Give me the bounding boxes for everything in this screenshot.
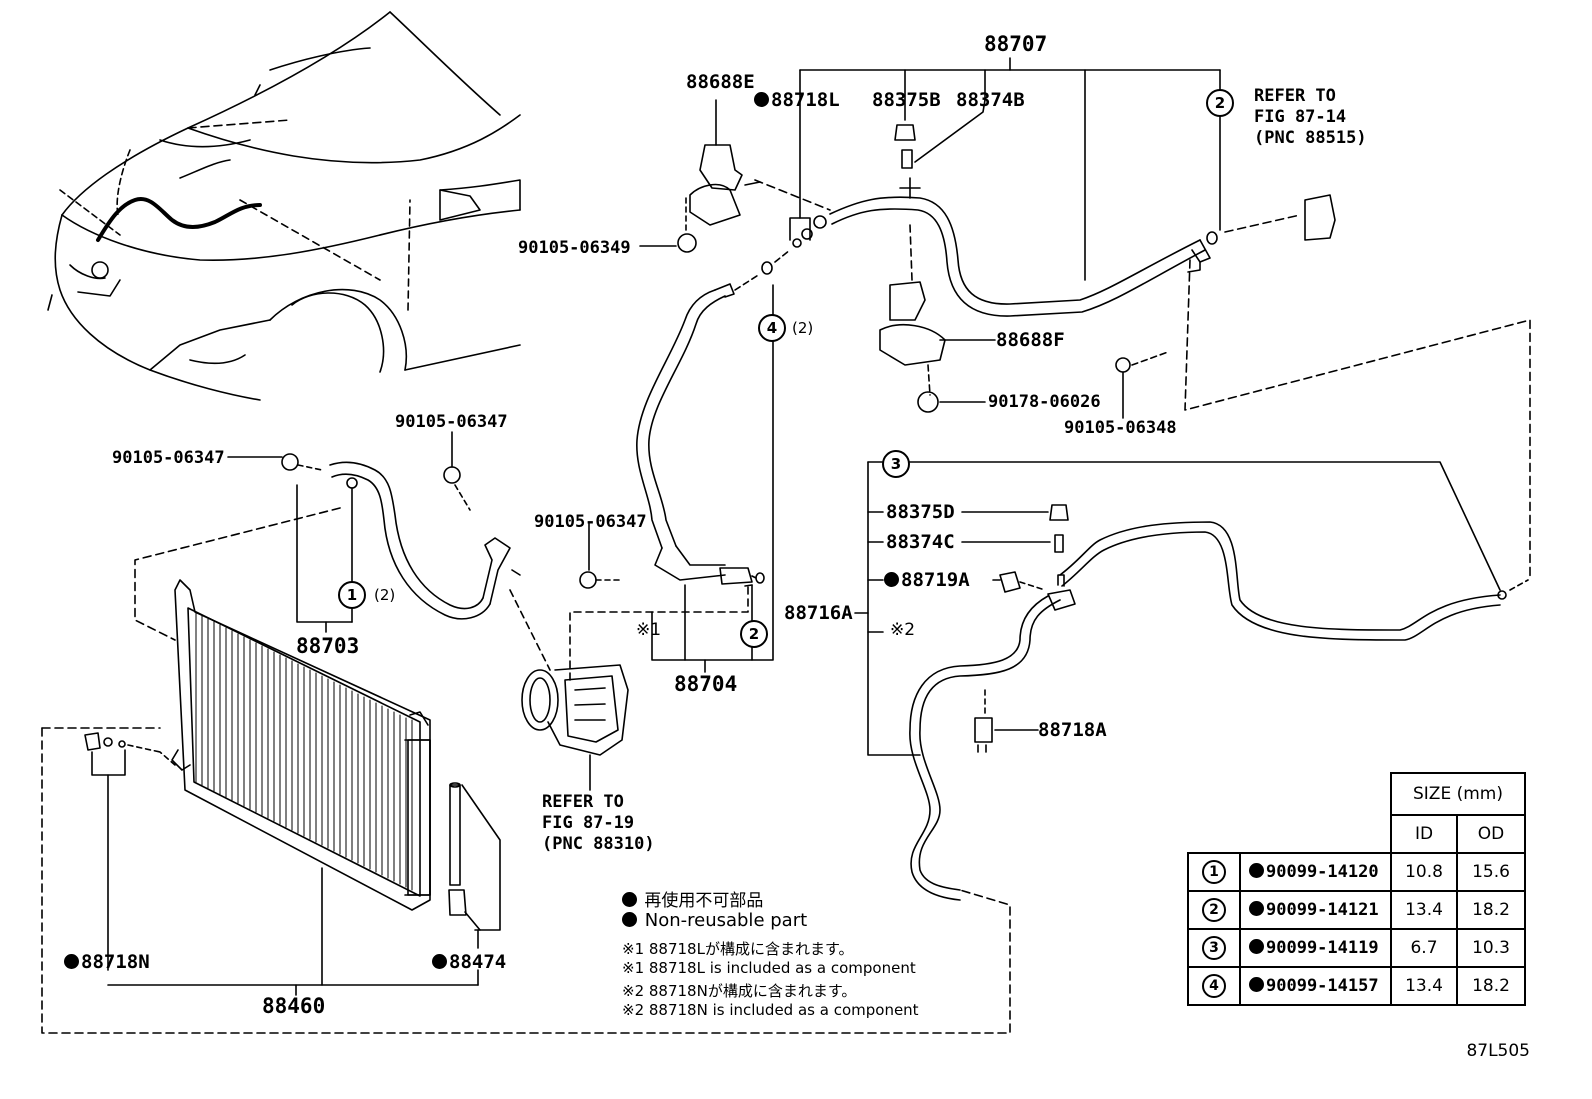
car-illustration: [47, 11, 521, 401]
circle-4: 4: [758, 314, 786, 342]
row-number: 2: [1202, 898, 1226, 922]
non-reusable-dot-icon: [1249, 977, 1264, 992]
row-part: 90099-14119: [1239, 928, 1392, 968]
table-row: 2 90099-14121 13.4 18.2: [1187, 890, 1526, 930]
label-88474-text: 88474: [449, 951, 507, 973]
label-88474: 88474: [432, 952, 506, 972]
part-number: 90099-14121: [1266, 900, 1379, 920]
label-90105-06347-left: 90105-06347: [112, 448, 225, 468]
label-90105-06347-mid: 90105-06347: [534, 512, 647, 532]
row-number: 4: [1202, 974, 1226, 998]
row-id: 13.4: [1390, 890, 1458, 930]
label-88460: 88460: [262, 994, 326, 1018]
non-reusable-dot-icon: [64, 954, 79, 969]
label-88688E: 88688E: [686, 71, 755, 93]
non-reusable-dot-icon: [622, 912, 637, 927]
table-row: 1 90099-14120 10.8 15.6: [1187, 852, 1526, 892]
o-ring-size-table: SIZE (mm) ID OD 1 90099-14120 10.8 15.6 …: [1187, 772, 1526, 1006]
refer-fig-87-19: REFER TO FIG 87-19 (PNC 88310): [542, 792, 655, 854]
note2-en: ※2 88718N is included as a component: [622, 1001, 919, 1019]
label-88718N: 88718N: [64, 952, 150, 972]
label-88718A: 88718A: [1038, 719, 1107, 741]
hose-assembly-88707: [639, 57, 1531, 581]
note2-jp: ※2 88718Nが構成に含まれます。: [622, 982, 857, 1000]
label-88688F: 88688F: [996, 329, 1065, 351]
tube-88716A: [854, 461, 1529, 901]
non-reusable-dot-icon: [754, 92, 769, 107]
non-reusable-dot-icon: [622, 892, 637, 907]
label-88703: 88703: [296, 634, 360, 658]
non-reusable-dot-icon: [884, 572, 899, 587]
label-88718N-text: 88718N: [81, 951, 150, 973]
circle-2-top: 2: [1206, 89, 1234, 117]
row-od: 10.3: [1456, 928, 1526, 968]
circle-1: 1: [338, 581, 366, 609]
row-od: 18.2: [1456, 966, 1526, 1006]
label-88375D: 88375D: [886, 501, 955, 523]
size-header: SIZE (mm): [1390, 772, 1526, 816]
table-row: 4 90099-14157 13.4 18.2: [1187, 966, 1526, 1006]
label-88716A: 88716A: [784, 602, 853, 624]
col-od-header: OD: [1456, 814, 1526, 854]
compressor: [521, 664, 629, 791]
non-reusable-dot-icon: [432, 954, 447, 969]
mark-kome2: ※2: [890, 620, 916, 640]
part-number: 90099-14119: [1266, 938, 1379, 958]
mark-kome1: ※1: [636, 620, 662, 640]
row-id: 10.8: [1390, 852, 1458, 892]
condenser: [84, 579, 501, 996]
non-reusable-dot-icon: [1249, 863, 1264, 878]
legend-jp-nonreusable: 再使用不可部品: [622, 886, 763, 911]
note1-en: ※1 88718L is included as a component: [622, 959, 916, 977]
label-88707: 88707: [984, 32, 1048, 56]
label-88374B: 88374B: [956, 89, 1025, 111]
label-88374C: 88374C: [886, 531, 955, 553]
table-row: 3 90099-14119 6.7 10.3: [1187, 928, 1526, 968]
row-part: 90099-14157: [1239, 966, 1392, 1006]
part-number: 90099-14157: [1266, 976, 1379, 996]
label-90105-06349: 90105-06349: [518, 238, 631, 258]
non-reusable-dot-icon: [1249, 939, 1264, 954]
label-90105-06348: 90105-06348: [1064, 418, 1177, 438]
col-id-header: ID: [1390, 814, 1458, 854]
circle-1-qty: (2): [374, 586, 396, 604]
legend-en-text: Non-reusable part: [644, 910, 808, 931]
circle-2-mid: 2: [740, 620, 768, 648]
row-od: 15.6: [1456, 852, 1526, 892]
label-88719A-text: 88719A: [901, 569, 970, 591]
row-id: 13.4: [1390, 966, 1458, 1006]
row-id: 6.7: [1390, 928, 1458, 968]
row-number: 1: [1202, 860, 1226, 884]
hose-88704: [569, 249, 791, 681]
row-od: 18.2: [1456, 890, 1526, 930]
label-90105-06347-top: 90105-06347: [395, 412, 508, 432]
circle-3: 3: [882, 450, 910, 478]
label-88718L: 88718L: [754, 90, 840, 110]
label-90178-06026: 90178-06026: [988, 392, 1101, 412]
legend-en-nonreusable: Non-reusable part: [622, 910, 807, 931]
row-part: 90099-14120: [1239, 852, 1392, 892]
figure-code: 87L505: [1466, 1041, 1530, 1061]
refer-fig-87-14: REFER TO FIG 87-14 (PNC 88515): [1254, 86, 1367, 148]
non-reusable-dot-icon: [1249, 901, 1264, 916]
label-88719A: 88719A: [884, 570, 970, 590]
legend-jp-text: 再使用不可部品: [644, 891, 764, 911]
label-88718L-text: 88718L: [771, 89, 840, 111]
circle-4-qty: (2): [792, 319, 814, 337]
note1-jp: ※1 88718Lが構成に含まれます。: [622, 940, 854, 958]
row-number: 3: [1202, 936, 1226, 960]
label-88704: 88704: [674, 672, 738, 696]
label-88375B: 88375B: [872, 89, 941, 111]
part-number: 90099-14120: [1266, 862, 1379, 882]
row-part: 90099-14121: [1239, 890, 1392, 930]
